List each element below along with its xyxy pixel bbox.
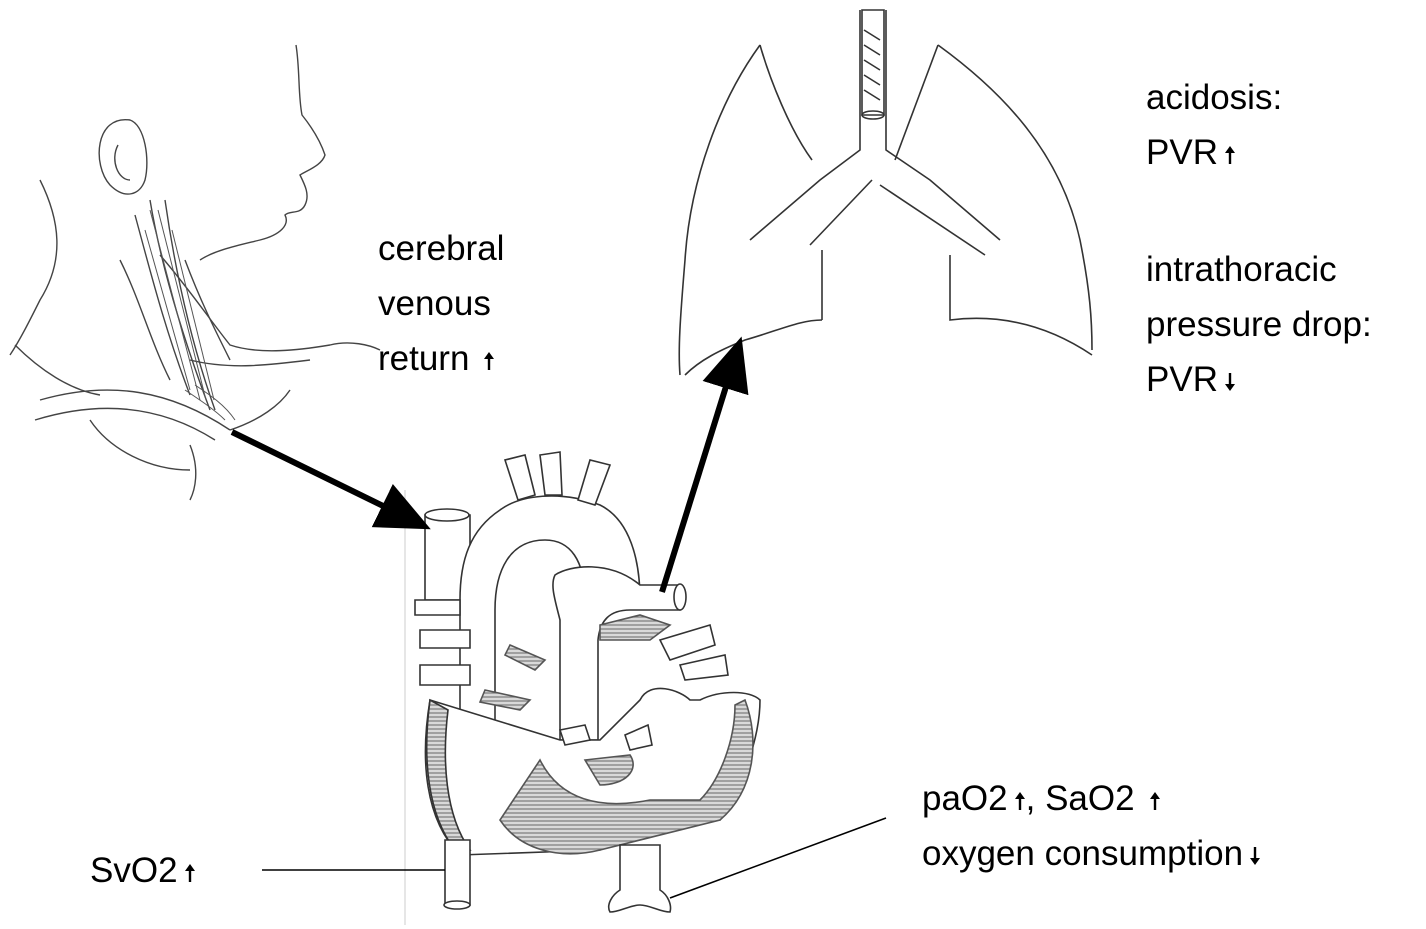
return-line: return	[378, 339, 469, 378]
intrathoracic-pressure-label: intrathoracic pressure drop: PVR	[1146, 242, 1372, 407]
cerebral-line: cerebral	[378, 221, 504, 276]
head-neck-hatching	[145, 210, 235, 420]
venous-return-arrow	[232, 432, 420, 524]
arrow-up-icon	[1014, 791, 1026, 811]
lungs-illustration	[679, 10, 1092, 375]
heart-illustration	[405, 452, 760, 925]
acidosis-title: acidosis:	[1146, 70, 1282, 125]
sao2-text: , SaO2	[1026, 779, 1135, 818]
pao2-leader-line	[670, 818, 886, 898]
cerebral-venous-return-label: cerebral venous return	[378, 221, 504, 386]
arrow-up-icon	[1224, 145, 1236, 165]
pressure-drop-line: pressure drop:	[1146, 297, 1372, 352]
trachea	[862, 10, 884, 115]
arrow-up-icon	[1149, 791, 1161, 811]
pao2-text: paO2	[922, 779, 1008, 818]
pulmonary-flow-arrow	[662, 348, 738, 592]
venous-line: venous	[378, 276, 504, 331]
intrathoracic-line: intrathoracic	[1146, 242, 1372, 297]
oxygen-consumption-text: oxygen consumption	[922, 834, 1243, 873]
arrow-down-icon	[1249, 846, 1261, 866]
svo2-label: SvO2	[90, 843, 196, 898]
acidosis-label: acidosis: PVR	[1146, 70, 1282, 180]
svo2-text: SvO2	[90, 851, 178, 890]
arrow-down-icon	[1224, 372, 1236, 392]
arrow-up-icon	[184, 863, 196, 883]
pvr-up-text: PVR	[1146, 133, 1218, 172]
head-neck-illustration	[10, 45, 380, 500]
arrow-up-icon	[483, 351, 495, 371]
pvr-down-text: PVR	[1146, 360, 1218, 399]
oxygenation-label: paO2 , SaO2 oxygen consumption	[922, 771, 1261, 881]
